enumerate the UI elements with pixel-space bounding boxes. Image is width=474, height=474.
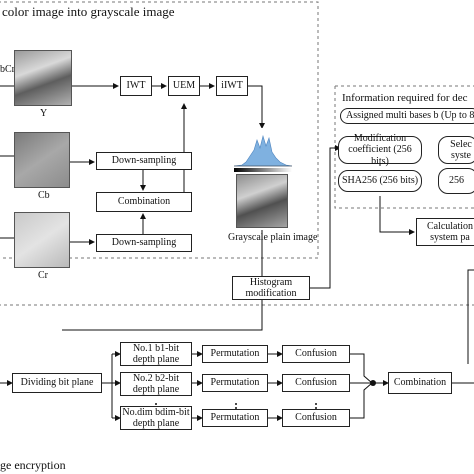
dividing-bit-plane-block: Dividing bit plane: [12, 373, 102, 393]
bit-plane-2-block: No.2 b2-bit depth plane: [120, 372, 192, 396]
cb-label: Cb: [38, 190, 50, 201]
permutation-2-block: Permutation: [202, 374, 268, 392]
ycbcr-label: bCr: [0, 64, 15, 75]
downsampling-cb-block: Down-sampling: [96, 152, 192, 170]
permutation-3-block: Permutation: [202, 409, 268, 427]
confusion-2-block: Confusion: [282, 374, 350, 392]
calculation-system-parameter-box: Calculation system pa: [416, 218, 474, 246]
bit-plane-dim-block: No.dim bdim-bit depth plane: [120, 406, 192, 430]
merge-dot: [370, 380, 376, 386]
section-title: color image into grayscale image: [2, 4, 175, 19]
cr-channel-image: [14, 212, 70, 268]
cb-channel-image: [14, 132, 70, 188]
confusion-1-block: Confusion: [282, 345, 350, 363]
confusion-3-block: Confusion: [282, 409, 350, 427]
combination-bottom-block: Combination: [388, 372, 452, 394]
info-panel-title: Information required for dec: [342, 92, 468, 104]
section-footer-label: ge encryption: [0, 458, 66, 472]
256-box: 256: [438, 168, 474, 194]
select-system-box: Selec syste: [438, 136, 474, 164]
bit-plane-1-block: No.1 b1-bit depth plane: [120, 342, 192, 366]
histogram-plot: [232, 128, 294, 174]
iwt-block: IWT: [120, 76, 152, 96]
histogram-modification-block: Histogram modification: [232, 276, 310, 300]
assigned-bases-box: Assigned multi bases b (Up to 8: [340, 108, 474, 124]
y-label: Y: [40, 108, 48, 119]
y-channel-image: [14, 50, 72, 106]
uem-block: UEM: [168, 76, 200, 96]
sha256-box: SHA256 (256 bits): [338, 170, 422, 192]
downsampling-cr-block: Down-sampling: [96, 234, 192, 252]
modification-coefficient-box: Modification coefficient (256 bits): [338, 133, 422, 167]
grayscale-plain-image: [236, 174, 288, 228]
cr-label: Cr: [38, 270, 48, 281]
grayscale-caption: Grayscale plain image: [228, 232, 318, 243]
combination-top-block: Combination: [96, 192, 192, 212]
iiwt-block: iIWT: [216, 76, 248, 96]
permutation-1-block: Permutation: [202, 345, 268, 363]
info-dashed-frame: [334, 85, 474, 209]
